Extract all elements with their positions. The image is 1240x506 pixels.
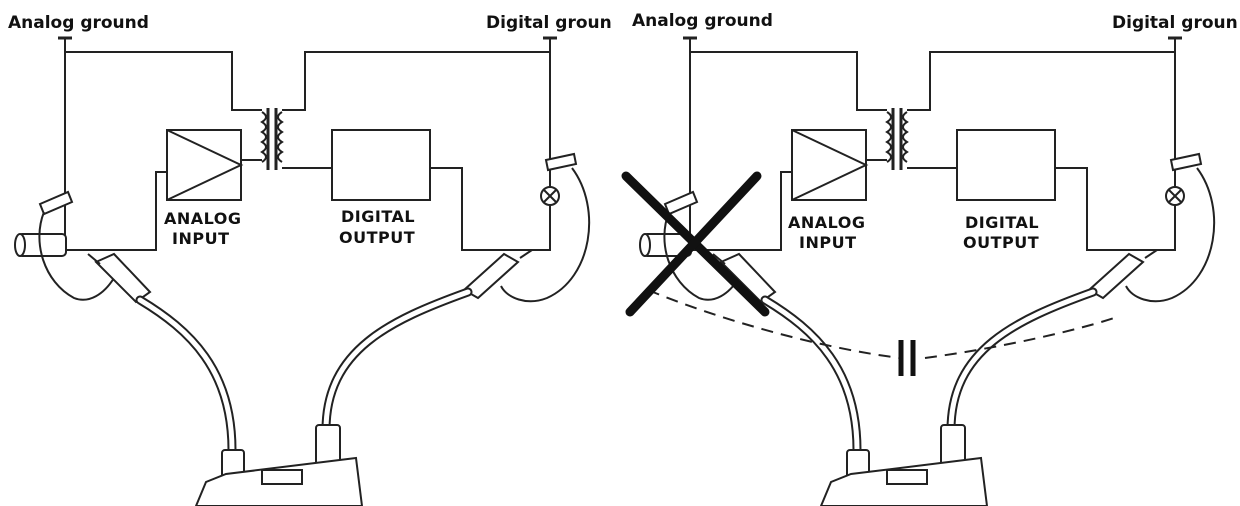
left-digital-label-2: OUTPUT — [339, 228, 415, 247]
capacitor-icon — [898, 340, 916, 376]
left-panel — [15, 38, 589, 506]
right-analog-label-1: ANALOG — [788, 213, 866, 232]
left-analog-label-1: ANALOG — [164, 209, 242, 228]
right-digital-ground-label: Digital groun — [1112, 13, 1238, 33]
left-analog-label-2: INPUT — [172, 229, 229, 248]
left-digital-label-1: DIGITAL — [341, 207, 415, 226]
right-digital-label-2: OUTPUT — [963, 233, 1039, 252]
ground-loop-dashed — [647, 289, 1121, 359]
right-analog-ground-label: Analog ground — [632, 11, 773, 31]
left-analog-ground-label: Analog ground — [8, 13, 149, 33]
right-analog-label-2: INPUT — [799, 233, 856, 252]
x-mark-icon — [621, 171, 770, 317]
right-digital-label-1: DIGITAL — [965, 213, 1039, 232]
left-digital-ground-label: Digital groun — [486, 13, 612, 33]
